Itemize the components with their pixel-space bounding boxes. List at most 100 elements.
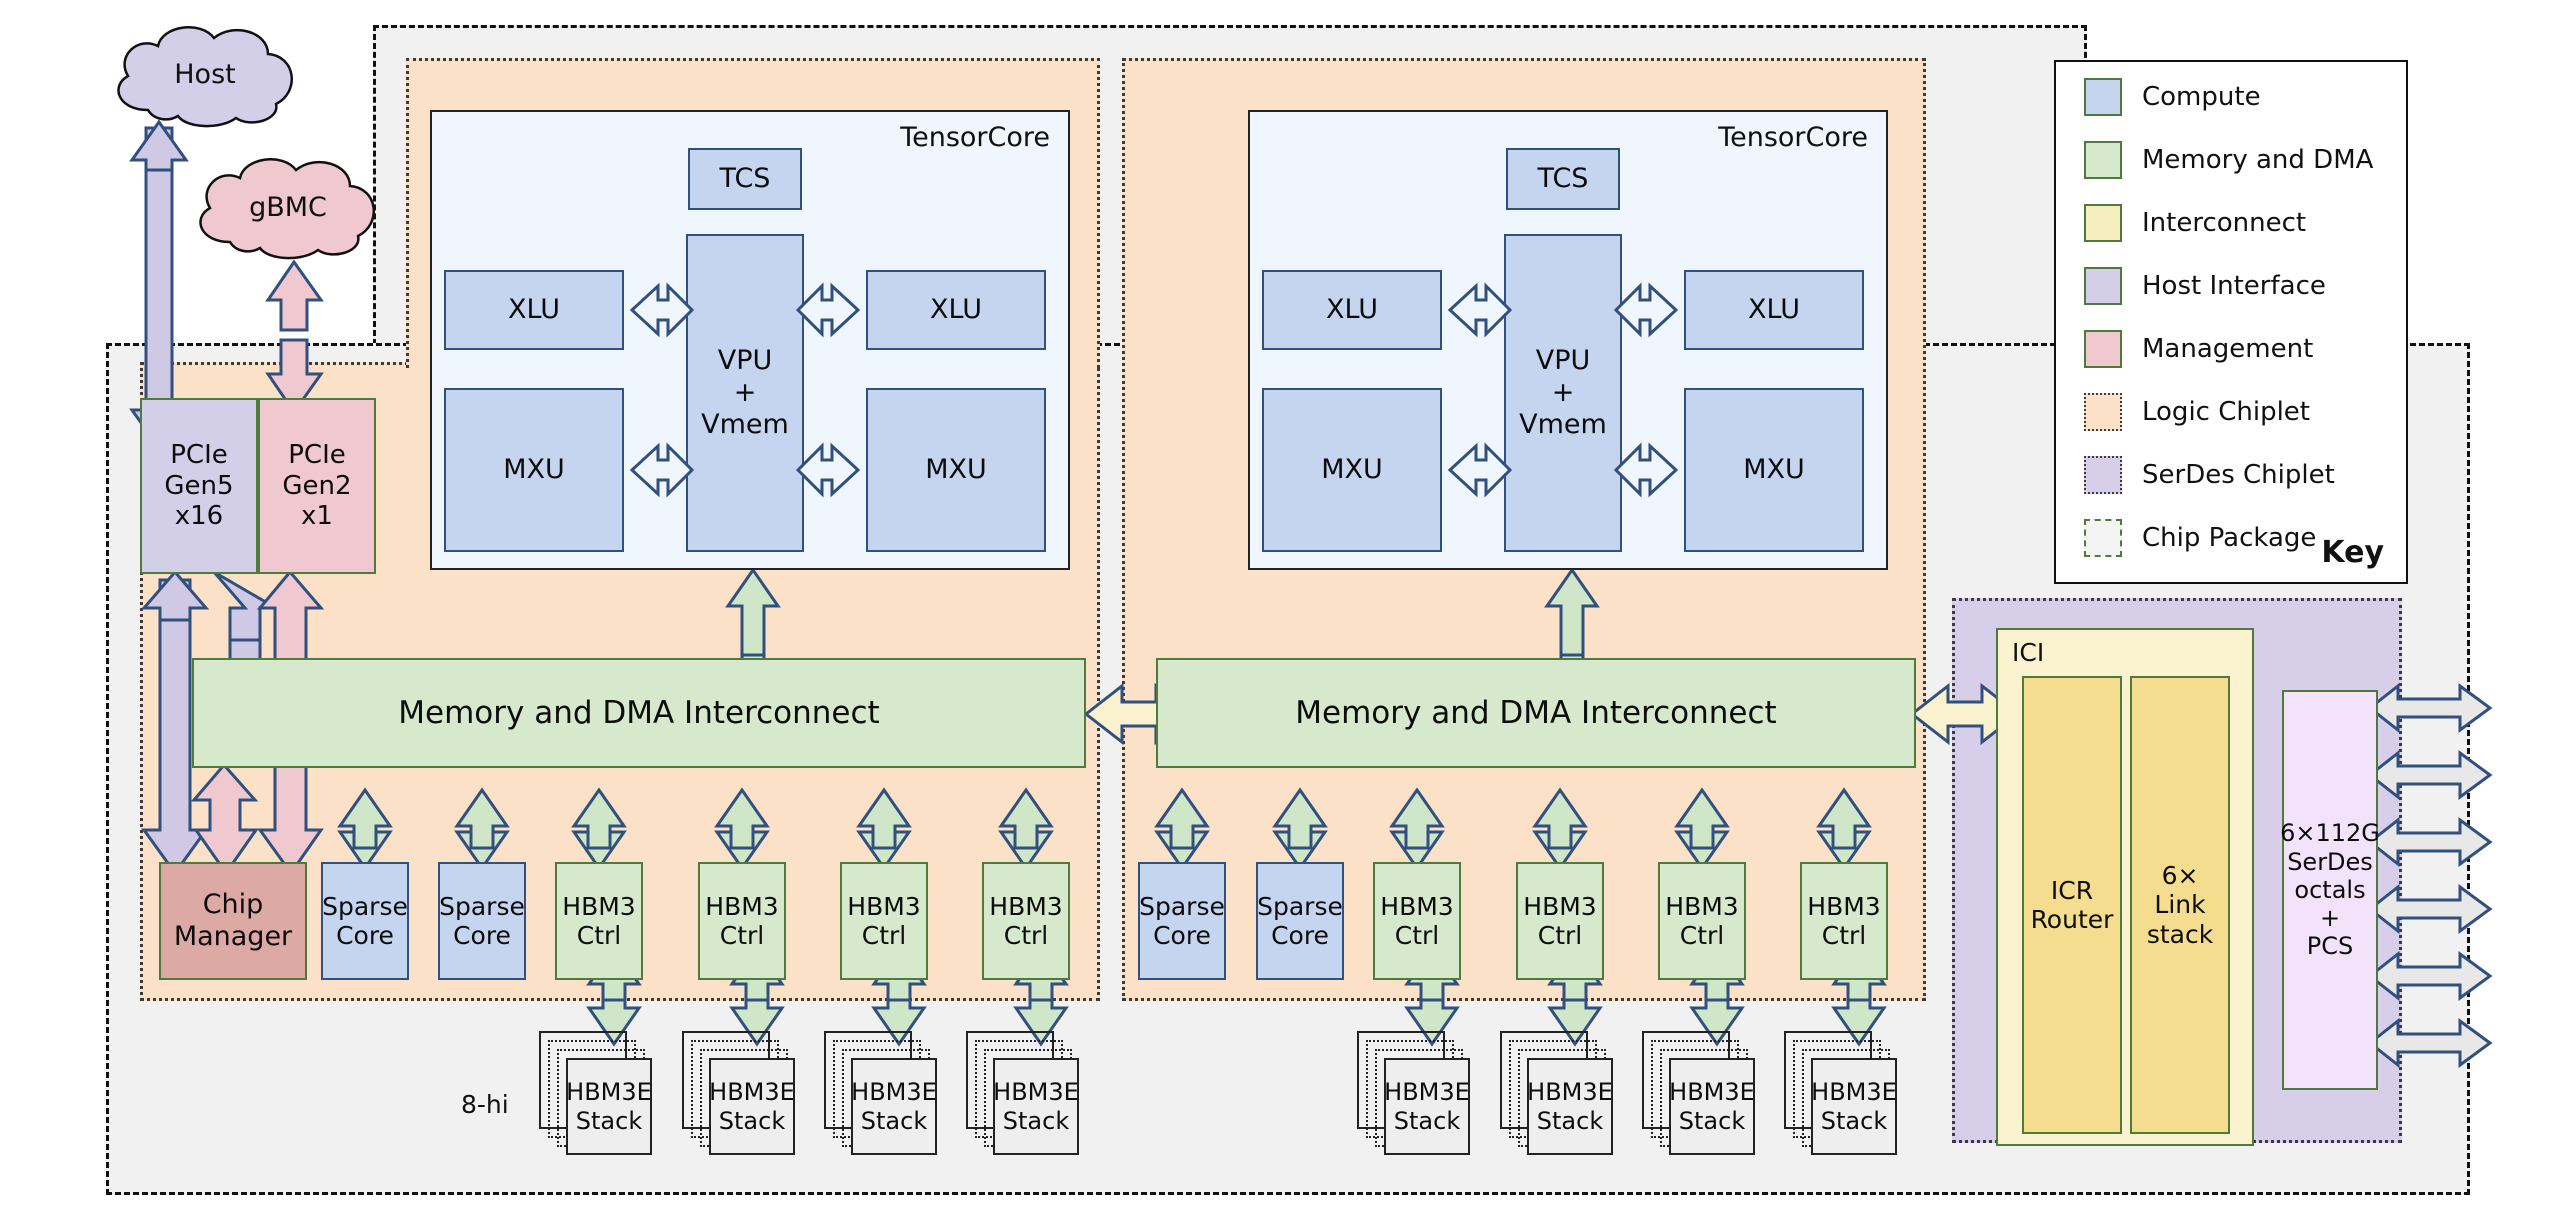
hbm3-ctrl-right-1[interactable]: HBM3 Ctrl (1373, 862, 1461, 980)
hbm3e-stack-line1: HBM3E (1811, 1078, 1897, 1107)
sparse-core-right-2[interactable]: Sparse Core (1256, 862, 1344, 980)
vpu-right-line1: VPU (1535, 345, 1591, 377)
legend-item-compute: Compute (2084, 78, 2261, 116)
hbm3e-stack[interactable]: HBM3E Stack (1669, 1058, 1755, 1155)
pcie-gen2-block[interactable]: PCIe Gen2 x1 (258, 398, 376, 574)
legend-label-host-interface: Host Interface (2142, 271, 2326, 301)
mxu-left-2-label: MXU (925, 454, 987, 486)
hbm3-ctrl-right-2-line1: HBM3 (1523, 891, 1597, 921)
serdes-line3: octals + (2294, 875, 2366, 933)
hbm3-ctrl-right-4[interactable]: HBM3 Ctrl (1800, 862, 1888, 980)
xlu-right-1-label: XLU (1326, 294, 1378, 326)
sparse-core-left-1-line2: Core (336, 921, 394, 950)
sparse-core-left-2[interactable]: Sparse Core (438, 862, 526, 980)
hbm3e-stack-line2: Stack (718, 1106, 786, 1135)
hbm3e-stack-line2: Stack (1536, 1106, 1604, 1135)
mxu-left-2[interactable]: MXU (866, 388, 1046, 552)
legend-label-management: Management (2142, 334, 2314, 364)
hbm3-ctrl-right-4-line1: HBM3 (1807, 891, 1881, 921)
hbm3e-stack[interactable]: HBM3E Stack (993, 1058, 1079, 1155)
hbm3e-stack-group-5[interactable]: HBM3E Stack (1357, 1031, 1473, 1159)
tcs-left[interactable]: TCS (688, 148, 802, 210)
mxu-left-1[interactable]: MXU (444, 388, 624, 552)
hbm3-ctrl-right-3[interactable]: HBM3 Ctrl (1658, 862, 1746, 980)
legend-label-compute: Compute (2142, 82, 2261, 112)
xlu-left-2-label: XLU (930, 294, 982, 326)
hbm3e-stack[interactable]: HBM3E Stack (851, 1058, 937, 1155)
pcie-gen5-line2: Gen5 (164, 470, 234, 501)
xlu-right-2[interactable]: XLU (1684, 270, 1864, 350)
hbm3e-stack-group-2[interactable]: HBM3E Stack (682, 1031, 798, 1159)
hbm3-ctrl-left-4[interactable]: HBM3 Ctrl (982, 862, 1070, 980)
hbm3-ctrl-left-4-line1: HBM3 (989, 891, 1063, 921)
serdes-block[interactable]: 6×112G SerDes octals + PCS (2280, 690, 2380, 1090)
memory-dma-interconnect-left[interactable]: Memory and DMA Interconnect (192, 658, 1086, 768)
chip-manager[interactable]: Chip Manager (159, 862, 307, 980)
xlu-left-2[interactable]: XLU (866, 270, 1046, 350)
hbm3e-stack[interactable]: HBM3E Stack (1527, 1058, 1613, 1155)
mxu-right-1[interactable]: MXU (1262, 388, 1442, 552)
pcie-gen5-line1: PCIe (170, 439, 228, 470)
mxu-right-2[interactable]: MXU (1684, 388, 1864, 552)
hbm3e-stack-group-3[interactable]: HBM3E Stack (824, 1031, 940, 1159)
sparse-core-left-2-line2: Core (453, 921, 511, 950)
tcs-right[interactable]: TCS (1506, 148, 1620, 210)
hbm3e-stack-group-8[interactable]: HBM3E Stack (1784, 1031, 1900, 1159)
link-stack-line2: Link (2154, 890, 2206, 920)
ici-title: ICI (2012, 638, 2045, 667)
legend-swatch-chip-package (2084, 519, 2122, 557)
hbm3e-stack[interactable]: HBM3E Stack (1811, 1058, 1897, 1155)
hbm3e-stack-line2: Stack (1678, 1106, 1746, 1135)
hbm3-ctrl-left-1-line1: HBM3 (562, 891, 636, 921)
chip-manager-line2: Manager (173, 921, 293, 952)
sparse-core-right-1[interactable]: Sparse Core (1138, 862, 1226, 980)
hbm3e-stack-line1: HBM3E (566, 1078, 652, 1107)
serdes-line2: SerDes (2287, 847, 2373, 876)
memory-dma-interconnect-right[interactable]: Memory and DMA Interconnect (1156, 658, 1916, 768)
serdes-line4: PCS (2306, 932, 2354, 961)
hbm3e-stack[interactable]: HBM3E Stack (709, 1058, 795, 1155)
hbm3-ctrl-left-1-line2: Ctrl (576, 921, 622, 950)
legend-item-interconnect: Interconnect (2084, 204, 2306, 242)
hbm3e-stack[interactable]: HBM3E Stack (1384, 1058, 1470, 1155)
xlu-left-1[interactable]: XLU (444, 270, 624, 350)
hbm3-ctrl-left-2[interactable]: HBM3 Ctrl (698, 862, 786, 980)
icr-router-line2: Router (2030, 905, 2114, 934)
legend-swatch-management (2084, 330, 2122, 368)
memory-dma-interconnect-left-label: Memory and DMA Interconnect (398, 694, 880, 731)
hbm3e-stack-group-1[interactable]: HBM3E Stack (539, 1031, 655, 1159)
link-stack[interactable]: 6× Link stack (2130, 676, 2230, 1134)
hbm3e-stack-group-6[interactable]: HBM3E Stack (1500, 1031, 1616, 1159)
vpu-right-line3: Vmem (1519, 408, 1607, 440)
xlu-right-1[interactable]: XLU (1262, 270, 1442, 350)
legend-label-serdes-chiplet: SerDes Chiplet (2142, 460, 2335, 490)
icr-router[interactable]: ICR Router (2022, 676, 2122, 1134)
hbm3-ctrl-left-4-line2: Ctrl (1003, 921, 1049, 950)
hbm3-ctrl-right-2[interactable]: HBM3 Ctrl (1516, 862, 1604, 980)
tcs-right-label: TCS (1537, 163, 1589, 195)
icr-router-line1: ICR (2050, 875, 2094, 905)
vpu-left-line2: + (733, 377, 757, 409)
hbm3e-stack-line1: HBM3E (709, 1078, 795, 1107)
tensorcore-left-title: TensorCore (900, 122, 1050, 153)
hbm3e-stack-line2: Stack (1002, 1106, 1070, 1135)
vpu-vmem-right[interactable]: VPU + Vmem (1504, 234, 1622, 552)
xlu-right-2-label: XLU (1748, 294, 1800, 326)
hbm3-ctrl-left-3[interactable]: HBM3 Ctrl (840, 862, 928, 980)
pcie-gen2-line2: Gen2 (282, 470, 352, 501)
sparse-core-left-1[interactable]: Sparse Core (321, 862, 409, 980)
sparse-core-right-2-line1: Sparse (1257, 891, 1343, 921)
cloud-shape-icon (199, 158, 375, 260)
hbm3-ctrl-left-1[interactable]: HBM3 Ctrl (555, 862, 643, 980)
pcie-gen5-block[interactable]: PCIe Gen5 x16 (140, 398, 258, 574)
pcie-gen2-line3: x1 (301, 501, 333, 532)
vpu-vmem-left[interactable]: VPU + Vmem (686, 234, 804, 552)
hbm3e-stack[interactable]: HBM3E Stack (566, 1058, 652, 1155)
legend-swatch-memory-and-dma (2084, 141, 2122, 179)
gbmc-cloud: gBMC (184, 152, 392, 262)
host-cloud-label: Host (174, 58, 236, 90)
hbm3e-stack-group-4[interactable]: HBM3E Stack (966, 1031, 1082, 1159)
hbm3e-stack-group-7[interactable]: HBM3E Stack (1642, 1031, 1758, 1159)
link-stack-line1: 6× (2161, 860, 2199, 890)
legend-item-logic-chiplet: Logic Chiplet (2084, 393, 2310, 431)
